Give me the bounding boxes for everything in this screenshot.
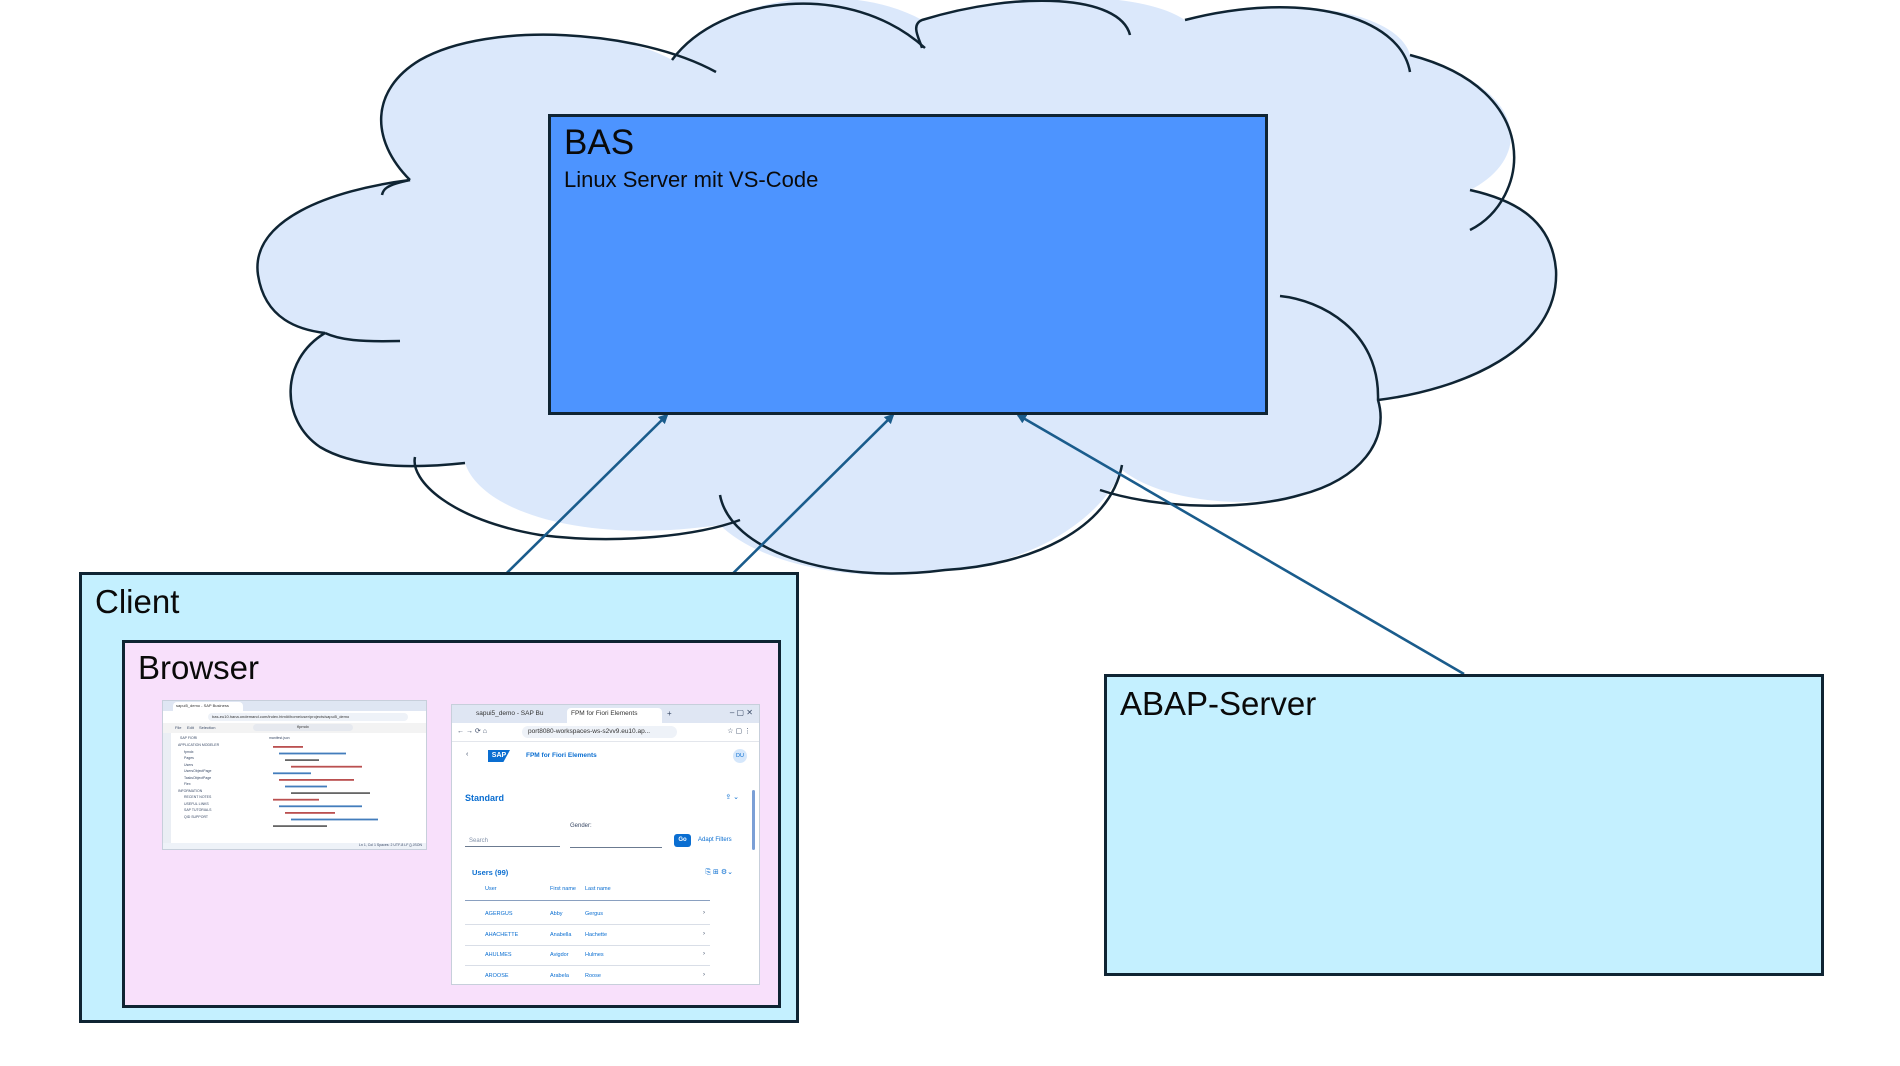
explorer-item[interactable]: Pages bbox=[184, 756, 194, 760]
vscode-command-search: flpmdx bbox=[253, 724, 353, 731]
fiori-tab-bas: sapui5_demo - SAP Bu bbox=[476, 710, 544, 717]
code-line bbox=[279, 779, 354, 781]
share-icon[interactable]: ⇪ ⌄ bbox=[725, 794, 739, 801]
table-cell: Avigdor bbox=[550, 952, 569, 958]
code-line bbox=[279, 805, 362, 808]
menu-edit: Edit bbox=[187, 725, 194, 730]
table-cell: Gergus bbox=[585, 911, 604, 917]
sidebar-header: SAP FIORI bbox=[180, 736, 198, 740]
abap-server-title: ABAP-Server bbox=[1120, 685, 1317, 722]
variant-title[interactable]: Standard bbox=[465, 793, 505, 803]
table-cell: AROOSE bbox=[485, 972, 509, 979]
sap-logo: SAP bbox=[488, 750, 510, 762]
gender-filter-input[interactable] bbox=[570, 835, 662, 848]
table-cell: AHULMES bbox=[485, 952, 512, 958]
app-title: FPM for Fiori Elements bbox=[526, 752, 597, 759]
table-cell: AGERGUS bbox=[485, 911, 513, 917]
explorer-item[interactable]: RECENT NOTES bbox=[184, 795, 212, 799]
explorer-item[interactable]: Users bbox=[184, 762, 194, 767]
menu-selection: Selection bbox=[199, 725, 216, 730]
go-button[interactable]: Go bbox=[674, 834, 691, 847]
browser-title: Browser bbox=[138, 649, 260, 686]
code-line bbox=[285, 812, 335, 814]
explorer-item[interactable]: Flex bbox=[184, 782, 191, 786]
bas-title: BAS bbox=[564, 123, 635, 162]
table-header-divider bbox=[465, 900, 710, 901]
vscode-screenshot: sapui5_demo - SAP Business bas-eu10.hana… bbox=[162, 700, 427, 850]
table-cell: Hulmes bbox=[585, 952, 604, 958]
vscode-url-bar: bas-eu10.hana.ondemand.com/index.html#/h… bbox=[208, 713, 408, 721]
fiori-shellbar: ‹ SAP FPM for Fiori Elements DU bbox=[452, 742, 759, 768]
explorer-item[interactable]: USEFUL LINKS bbox=[184, 801, 209, 806]
vscode-statusbar: Ln 1, Col 1 Spaces: 2 UTF-8 LF {} JSON bbox=[163, 843, 426, 849]
explorer-item[interactable]: INFORMATION bbox=[178, 788, 203, 793]
code-line bbox=[273, 798, 319, 801]
page-scrollbar[interactable] bbox=[752, 790, 755, 850]
arrow-abap-to-bas bbox=[1016, 413, 1465, 676]
gender-filter-label: Gender: bbox=[570, 823, 592, 829]
browser-menu-icon: ☆ ▢ ⋮ bbox=[727, 728, 751, 735]
table-toolbar-icons[interactable]: ⎘ ⊞ ⚙⌄ bbox=[705, 869, 734, 876]
row-chevron-icon[interactable]: › bbox=[703, 971, 705, 978]
code-line bbox=[285, 785, 327, 788]
vscode-editor: manifest.json bbox=[259, 734, 426, 843]
table-row-divider bbox=[465, 965, 710, 966]
editor-code-lines bbox=[273, 746, 378, 827]
nav-arrows-icon: ← → ⟳ ⌂ bbox=[457, 728, 487, 735]
client-title: Client bbox=[95, 583, 180, 620]
table-cell: AHACHETTE bbox=[485, 931, 519, 938]
fiori-browser-tabstrip: sapui5_demo - SAP Bu FPM for Fiori Eleme… bbox=[452, 705, 759, 723]
fiori-toolbar: ← → ⟳ ⌂ port8080-workspaces-ws-s2vv9.eu1… bbox=[452, 723, 759, 742]
user-avatar[interactable]: DU bbox=[733, 749, 747, 763]
table-column-header[interactable]: First name bbox=[550, 886, 576, 892]
bas-box: BAS Linux Server mit VS-Code bbox=[548, 114, 1268, 415]
back-icon: ‹ bbox=[466, 751, 469, 758]
fiori-url-bar: port8080-workspaces-ws-s2vv9.eu10.ap... bbox=[522, 726, 677, 738]
table-row-divider bbox=[465, 944, 710, 946]
vscode-browser-tab: sapui5_demo - SAP Business bbox=[173, 702, 243, 711]
explorer-item[interactable]: UsersObjectPage bbox=[184, 769, 212, 773]
code-line bbox=[291, 792, 370, 794]
table-cell: Arabela bbox=[550, 972, 569, 979]
table-column-header[interactable]: User bbox=[485, 886, 497, 892]
vscode-activity-bar bbox=[163, 733, 171, 843]
bas-subtitle: Linux Server mit VS-Code bbox=[564, 167, 819, 192]
vscode-browser-tabstrip: sapui5_demo - SAP Business bbox=[163, 701, 426, 711]
new-tab-icon: + bbox=[667, 709, 672, 718]
table-title: Users (99) bbox=[472, 868, 509, 877]
explorer-item[interactable]: fpmdx bbox=[184, 749, 194, 754]
explorer-item[interactable]: APPLICATION MODELER bbox=[178, 743, 220, 747]
table-cell: Abby bbox=[550, 911, 563, 917]
code-line bbox=[279, 752, 346, 755]
table-cell: Roose bbox=[585, 972, 601, 979]
explorer-item[interactable]: QID SUPPORT bbox=[184, 814, 209, 819]
fiori-screenshot: sapui5_demo - SAP Bu FPM for Fiori Eleme… bbox=[451, 704, 760, 985]
code-line bbox=[291, 765, 362, 768]
row-chevron-icon[interactable]: › bbox=[703, 930, 705, 937]
abap-server-box: ABAP-Server bbox=[1104, 674, 1824, 976]
code-line bbox=[273, 746, 303, 748]
menu-file: File bbox=[175, 725, 182, 730]
table-row-divider bbox=[465, 924, 710, 925]
code-line bbox=[291, 818, 378, 821]
search-field[interactable]: Search bbox=[465, 835, 560, 847]
explorer-item[interactable]: SAP TUTORIALS bbox=[184, 808, 212, 812]
adapt-filters-button[interactable]: Adapt Filters bbox=[698, 837, 732, 843]
table-column-header[interactable]: Last name bbox=[585, 886, 611, 892]
explorer-item[interactable]: TasksObjectPage bbox=[184, 775, 212, 780]
status-text: Ln 1, Col 1 Spaces: 2 UTF-8 LF {} JSON bbox=[358, 843, 422, 847]
row-chevron-icon[interactable]: › bbox=[703, 910, 705, 916]
code-line bbox=[273, 772, 311, 775]
editor-tab: manifest.json bbox=[269, 736, 290, 740]
code-line bbox=[285, 759, 319, 761]
row-chevron-icon[interactable]: › bbox=[703, 951, 705, 957]
fiori-tab-app: FPM for Fiori Elements bbox=[567, 708, 662, 723]
table-cell: Hachette bbox=[585, 931, 608, 938]
code-line bbox=[273, 825, 327, 827]
vscode-menubar: File Edit Selection flpmdx bbox=[163, 723, 426, 733]
window-controls-icon: – ▢ ✕ bbox=[729, 708, 753, 717]
table-cell: Anabella bbox=[550, 931, 572, 938]
